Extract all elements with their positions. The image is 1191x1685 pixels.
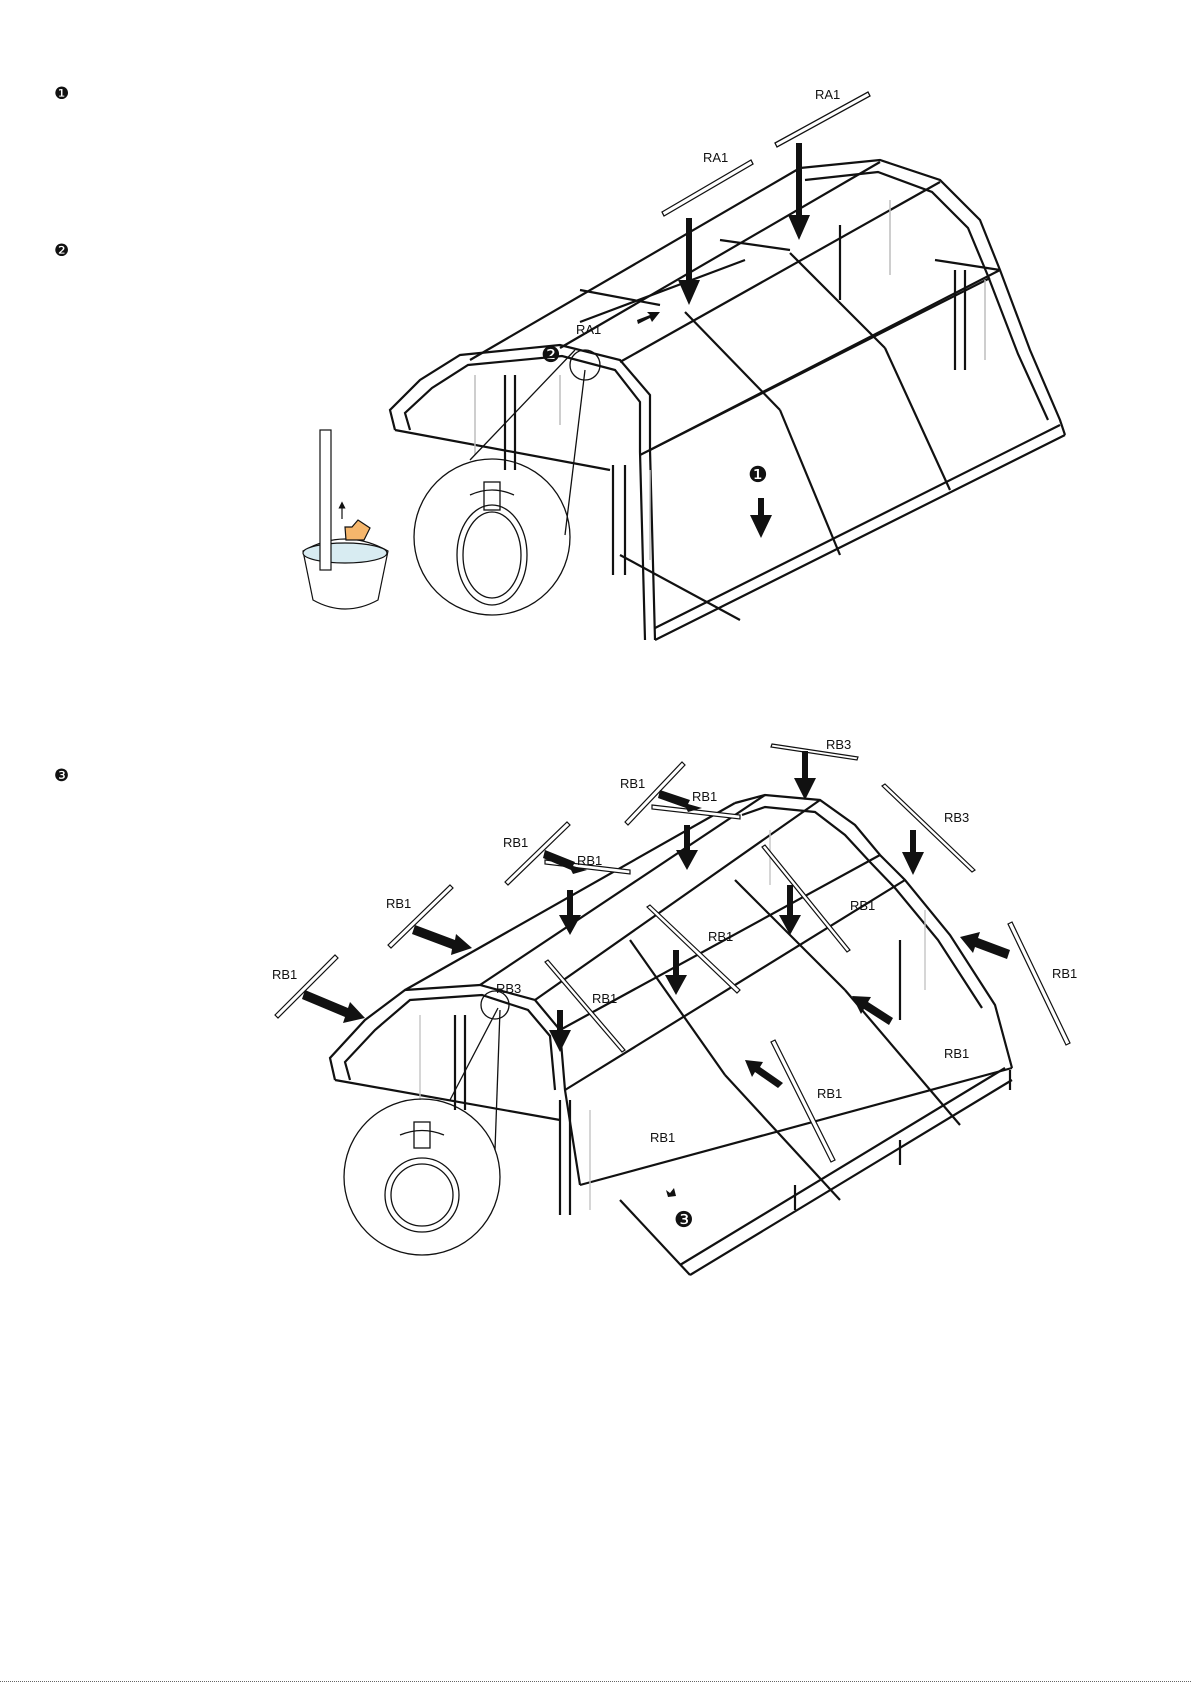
rb1-label: RB1 [577,853,602,868]
bucket-soaking-illustration [303,430,388,609]
ra1-label: RA1 [815,87,840,102]
top-detail-magnifier [414,350,600,615]
rb1-label: RB1 [503,835,528,850]
rb-panel-strips [275,744,1070,1162]
page-bottom-border [0,1681,1191,1682]
rb3-label: RB3 [826,737,851,752]
rb1-label: RB1 [708,929,733,944]
rb3-label: RB3 [944,810,969,825]
rb3-label: RB1 [592,991,617,1006]
rb1-label: RB1 [850,898,875,913]
rb1-label: RB1 [650,1130,675,1145]
top-down-arrows [637,143,810,538]
rb1-label: RB1 [272,967,297,982]
ra1-label: RA1 [576,322,601,337]
rb1-label: RB1 [944,1046,969,1061]
ra1-label: RA1 [703,150,728,165]
rb1-label: RB1 [620,776,645,791]
callout-3: ❸ [674,1208,694,1233]
rb3-label: RB3 [496,981,521,996]
callout-1: ❶ [748,463,768,488]
callout-2: ❷ [541,343,561,368]
rb1-label: RB1 [692,789,717,804]
rb1-label: RB1 [1052,966,1077,981]
top-greenhouse-frame [390,160,1065,640]
ra1-panel-strips [662,92,870,216]
bottom-detail-magnifier [344,991,509,1255]
rb1-label: RB1 [817,1086,842,1101]
rb1-label: RB1 [386,896,411,911]
